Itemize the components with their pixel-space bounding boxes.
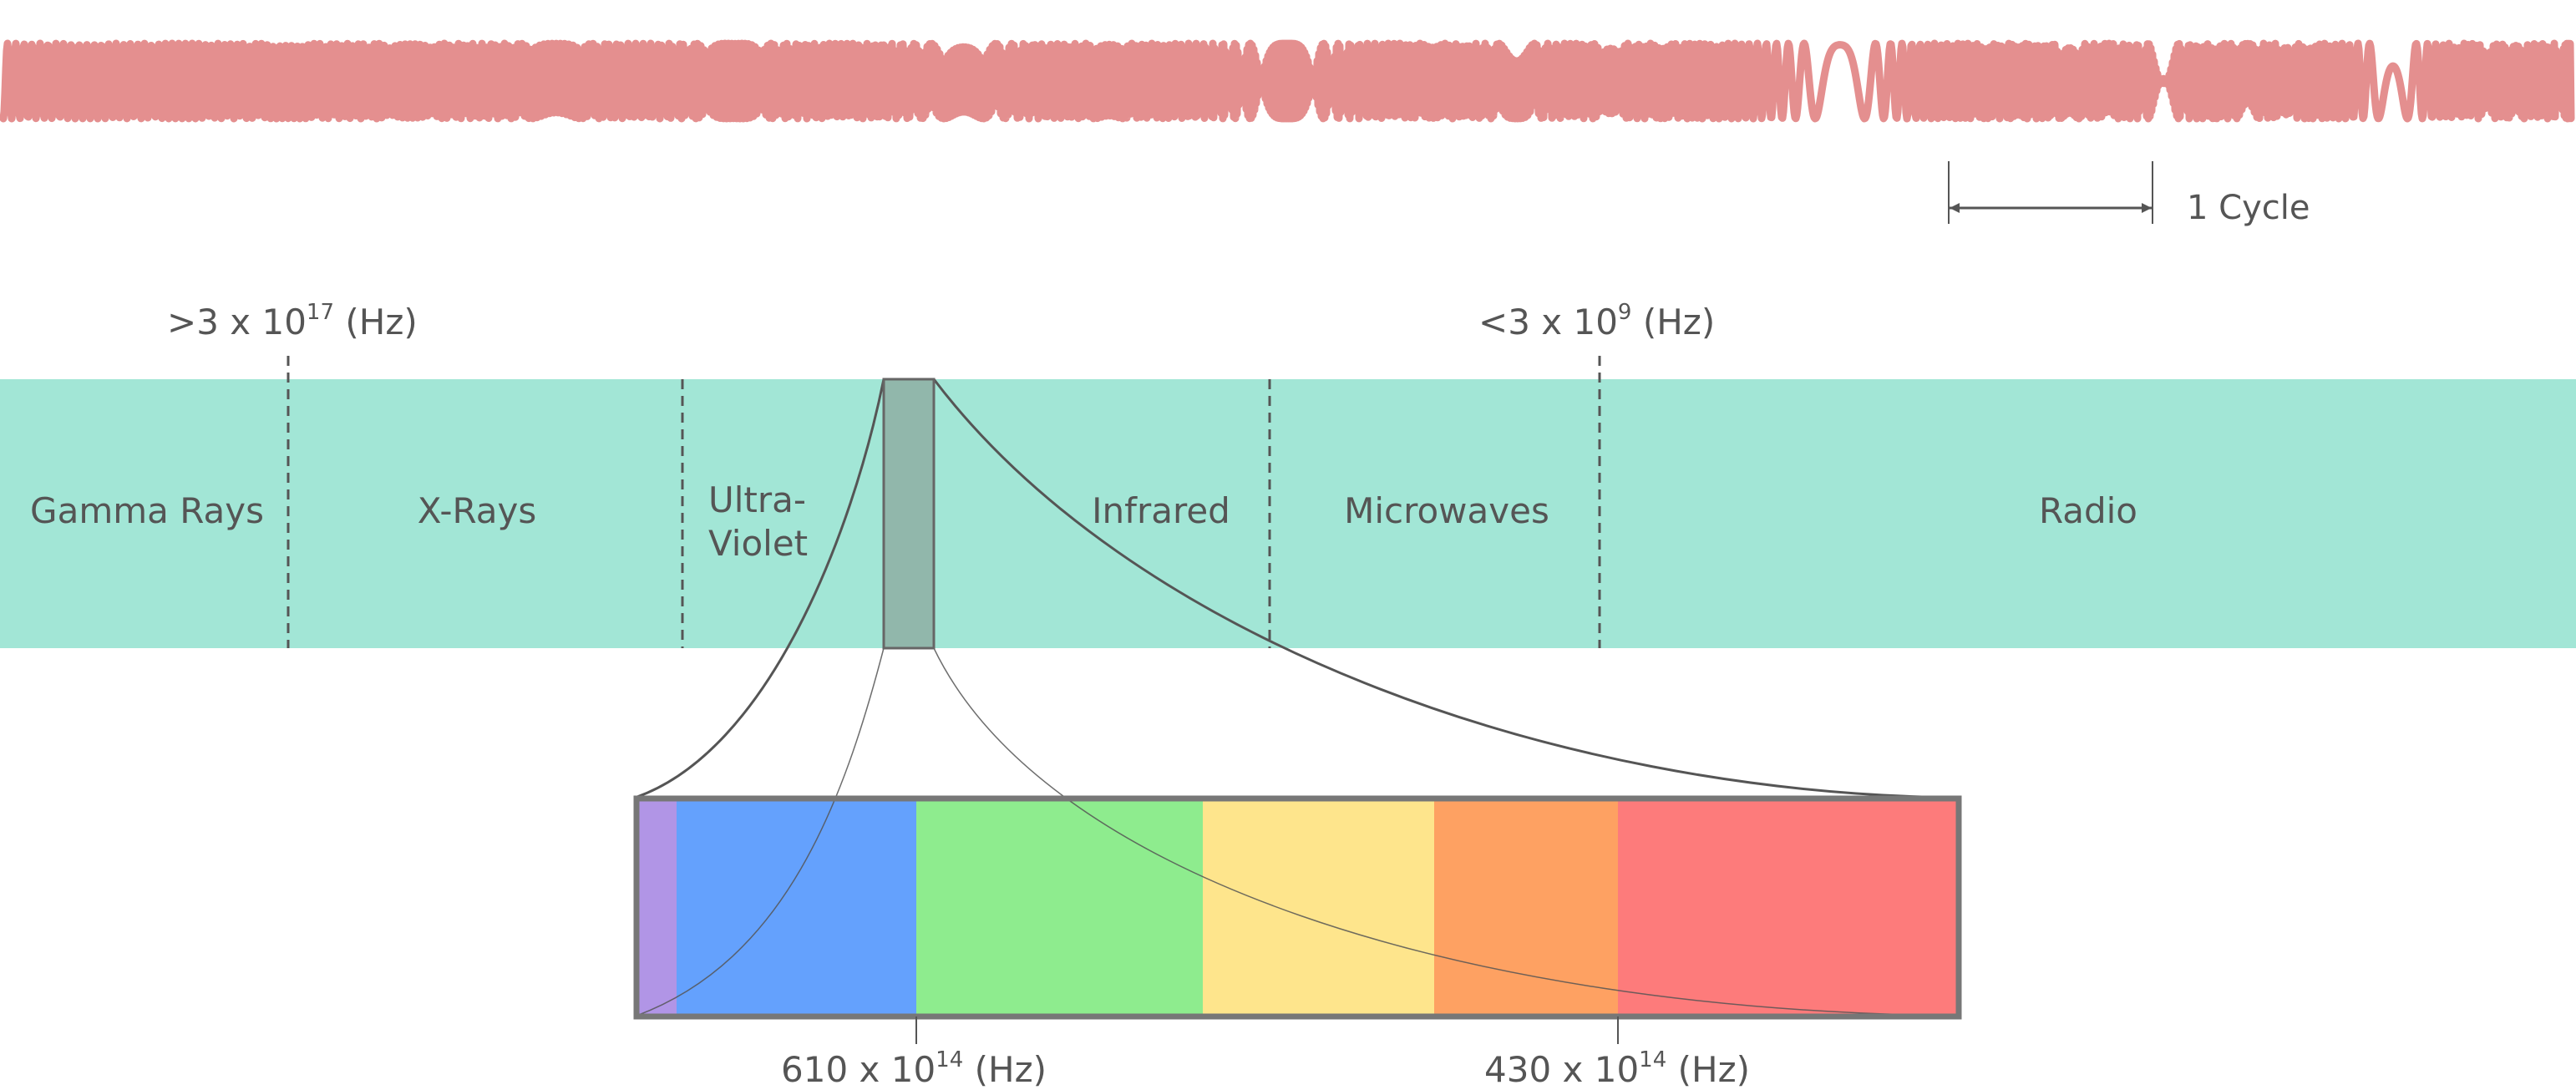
freq-label-upper-right-base: <3 x 10 bbox=[1478, 302, 1618, 342]
freq-label-lower-right-base: 430 x 10 bbox=[1484, 1049, 1639, 1090]
frequency-wave bbox=[0, 39, 2575, 123]
freq-label-lower-left-exp: 14 bbox=[936, 1047, 963, 1072]
freq-label-lower-left-unit: (Hz) bbox=[963, 1049, 1047, 1090]
visible-spectrum-frame bbox=[633, 795, 1962, 1020]
zoom-curve-inner-left bbox=[636, 647, 885, 1016]
freq-label-upper-right-unit: (Hz) bbox=[1631, 302, 1715, 342]
visible-light-marker bbox=[882, 378, 936, 650]
freq-label-upper-left-base: >3 x 10 bbox=[167, 302, 307, 342]
cycle-label: 1 Cycle bbox=[2187, 189, 2310, 227]
spectrum-blue bbox=[677, 800, 916, 1016]
freq-label-upper-right: <3 x 109 (Hz) bbox=[1478, 300, 1715, 342]
spectrum-orange bbox=[1434, 800, 1618, 1016]
visible-spectrum-strip bbox=[636, 800, 1957, 1016]
cycle-annotation: 1 Cycle bbox=[1948, 161, 2310, 227]
band-label-xray: X-Rays bbox=[418, 490, 537, 531]
spectrum-yellow bbox=[1203, 800, 1434, 1016]
zoom-curve-inner-right bbox=[933, 647, 1958, 1016]
freq-label-upper-right-exp: 9 bbox=[1618, 300, 1632, 325]
band-label-gamma: Gamma Rays bbox=[30, 490, 264, 531]
freq-label-upper-left-exp: 17 bbox=[307, 300, 334, 325]
spectrum-violet bbox=[636, 800, 677, 1016]
band-label-microwave: Microwaves bbox=[1344, 490, 1549, 531]
spectrum-green bbox=[916, 800, 1203, 1016]
freq-label-lower-left: 610 x 1014 (Hz) bbox=[781, 1047, 1047, 1090]
band-label-uv-line1: Ultra- bbox=[708, 479, 806, 520]
spectrum-band bbox=[0, 379, 2576, 648]
freq-label-lower-right: 430 x 1014 (Hz) bbox=[1484, 1047, 1750, 1090]
spectrum-red bbox=[1618, 800, 1957, 1016]
zoom-curve-outer-left bbox=[634, 378, 885, 799]
freq-label-upper-left-unit: (Hz) bbox=[334, 302, 418, 342]
freq-label-lower-right-exp: 14 bbox=[1639, 1047, 1666, 1072]
freq-label-lower-right-unit: (Hz) bbox=[1666, 1049, 1750, 1090]
band-label-infrared: Infrared bbox=[1092, 490, 1230, 531]
freq-label-lower-left-base: 610 x 10 bbox=[781, 1049, 936, 1090]
freq-label-upper-left: >3 x 1017 (Hz) bbox=[167, 300, 418, 342]
zoom-curve-outer-right bbox=[932, 378, 1960, 799]
band-label-radio: Radio bbox=[2039, 490, 2137, 531]
band-label-uv-line2: Violet bbox=[708, 523, 808, 564]
